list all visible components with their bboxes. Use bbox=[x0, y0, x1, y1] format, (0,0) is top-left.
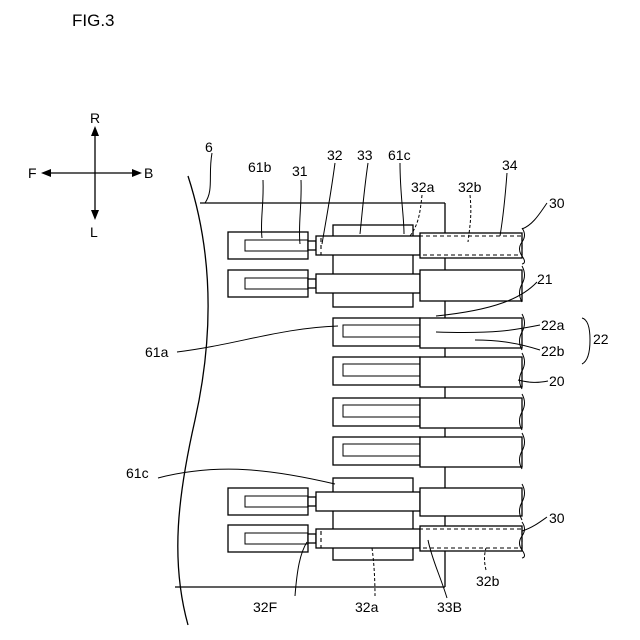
direction-r-label: R bbox=[90, 110, 100, 126]
label-22b: 22b bbox=[541, 343, 565, 359]
label-31: 31 bbox=[292, 163, 308, 179]
label-32: 32 bbox=[327, 147, 343, 163]
direction-b-label: B bbox=[144, 165, 153, 181]
direction-f-label: F bbox=[28, 165, 37, 181]
label-20: 20 bbox=[549, 373, 565, 389]
label-32F: 32F bbox=[253, 599, 277, 615]
label-33: 33 bbox=[357, 147, 373, 163]
label-21: 21 bbox=[537, 271, 553, 287]
label-22a: 22a bbox=[541, 317, 565, 333]
direction-indicator: R L F B bbox=[28, 110, 153, 240]
label-33B: 33B bbox=[437, 599, 462, 615]
label-61b: 61b bbox=[248, 159, 272, 175]
lower-terminal-group bbox=[228, 478, 522, 560]
direction-l-label: L bbox=[90, 224, 98, 240]
label-32b-top: 32b bbox=[458, 179, 482, 195]
label-32a-bottom: 32a bbox=[355, 599, 379, 615]
label-6: 6 bbox=[205, 139, 213, 155]
label-34: 34 bbox=[502, 157, 518, 173]
label-22: 22 bbox=[593, 331, 609, 347]
label-61c-bottom: 61c bbox=[126, 465, 149, 481]
upper-terminal-group bbox=[228, 225, 522, 307]
label-30-bottom: 30 bbox=[549, 510, 565, 526]
label-61c-top: 61c bbox=[388, 147, 411, 163]
label-61a: 61a bbox=[145, 344, 169, 360]
label-30-top: 30 bbox=[549, 195, 565, 211]
figure-title: FIG.3 bbox=[72, 11, 115, 30]
label-32a-top: 32a bbox=[411, 179, 435, 195]
label-32b-bottom: 32b bbox=[476, 573, 500, 589]
